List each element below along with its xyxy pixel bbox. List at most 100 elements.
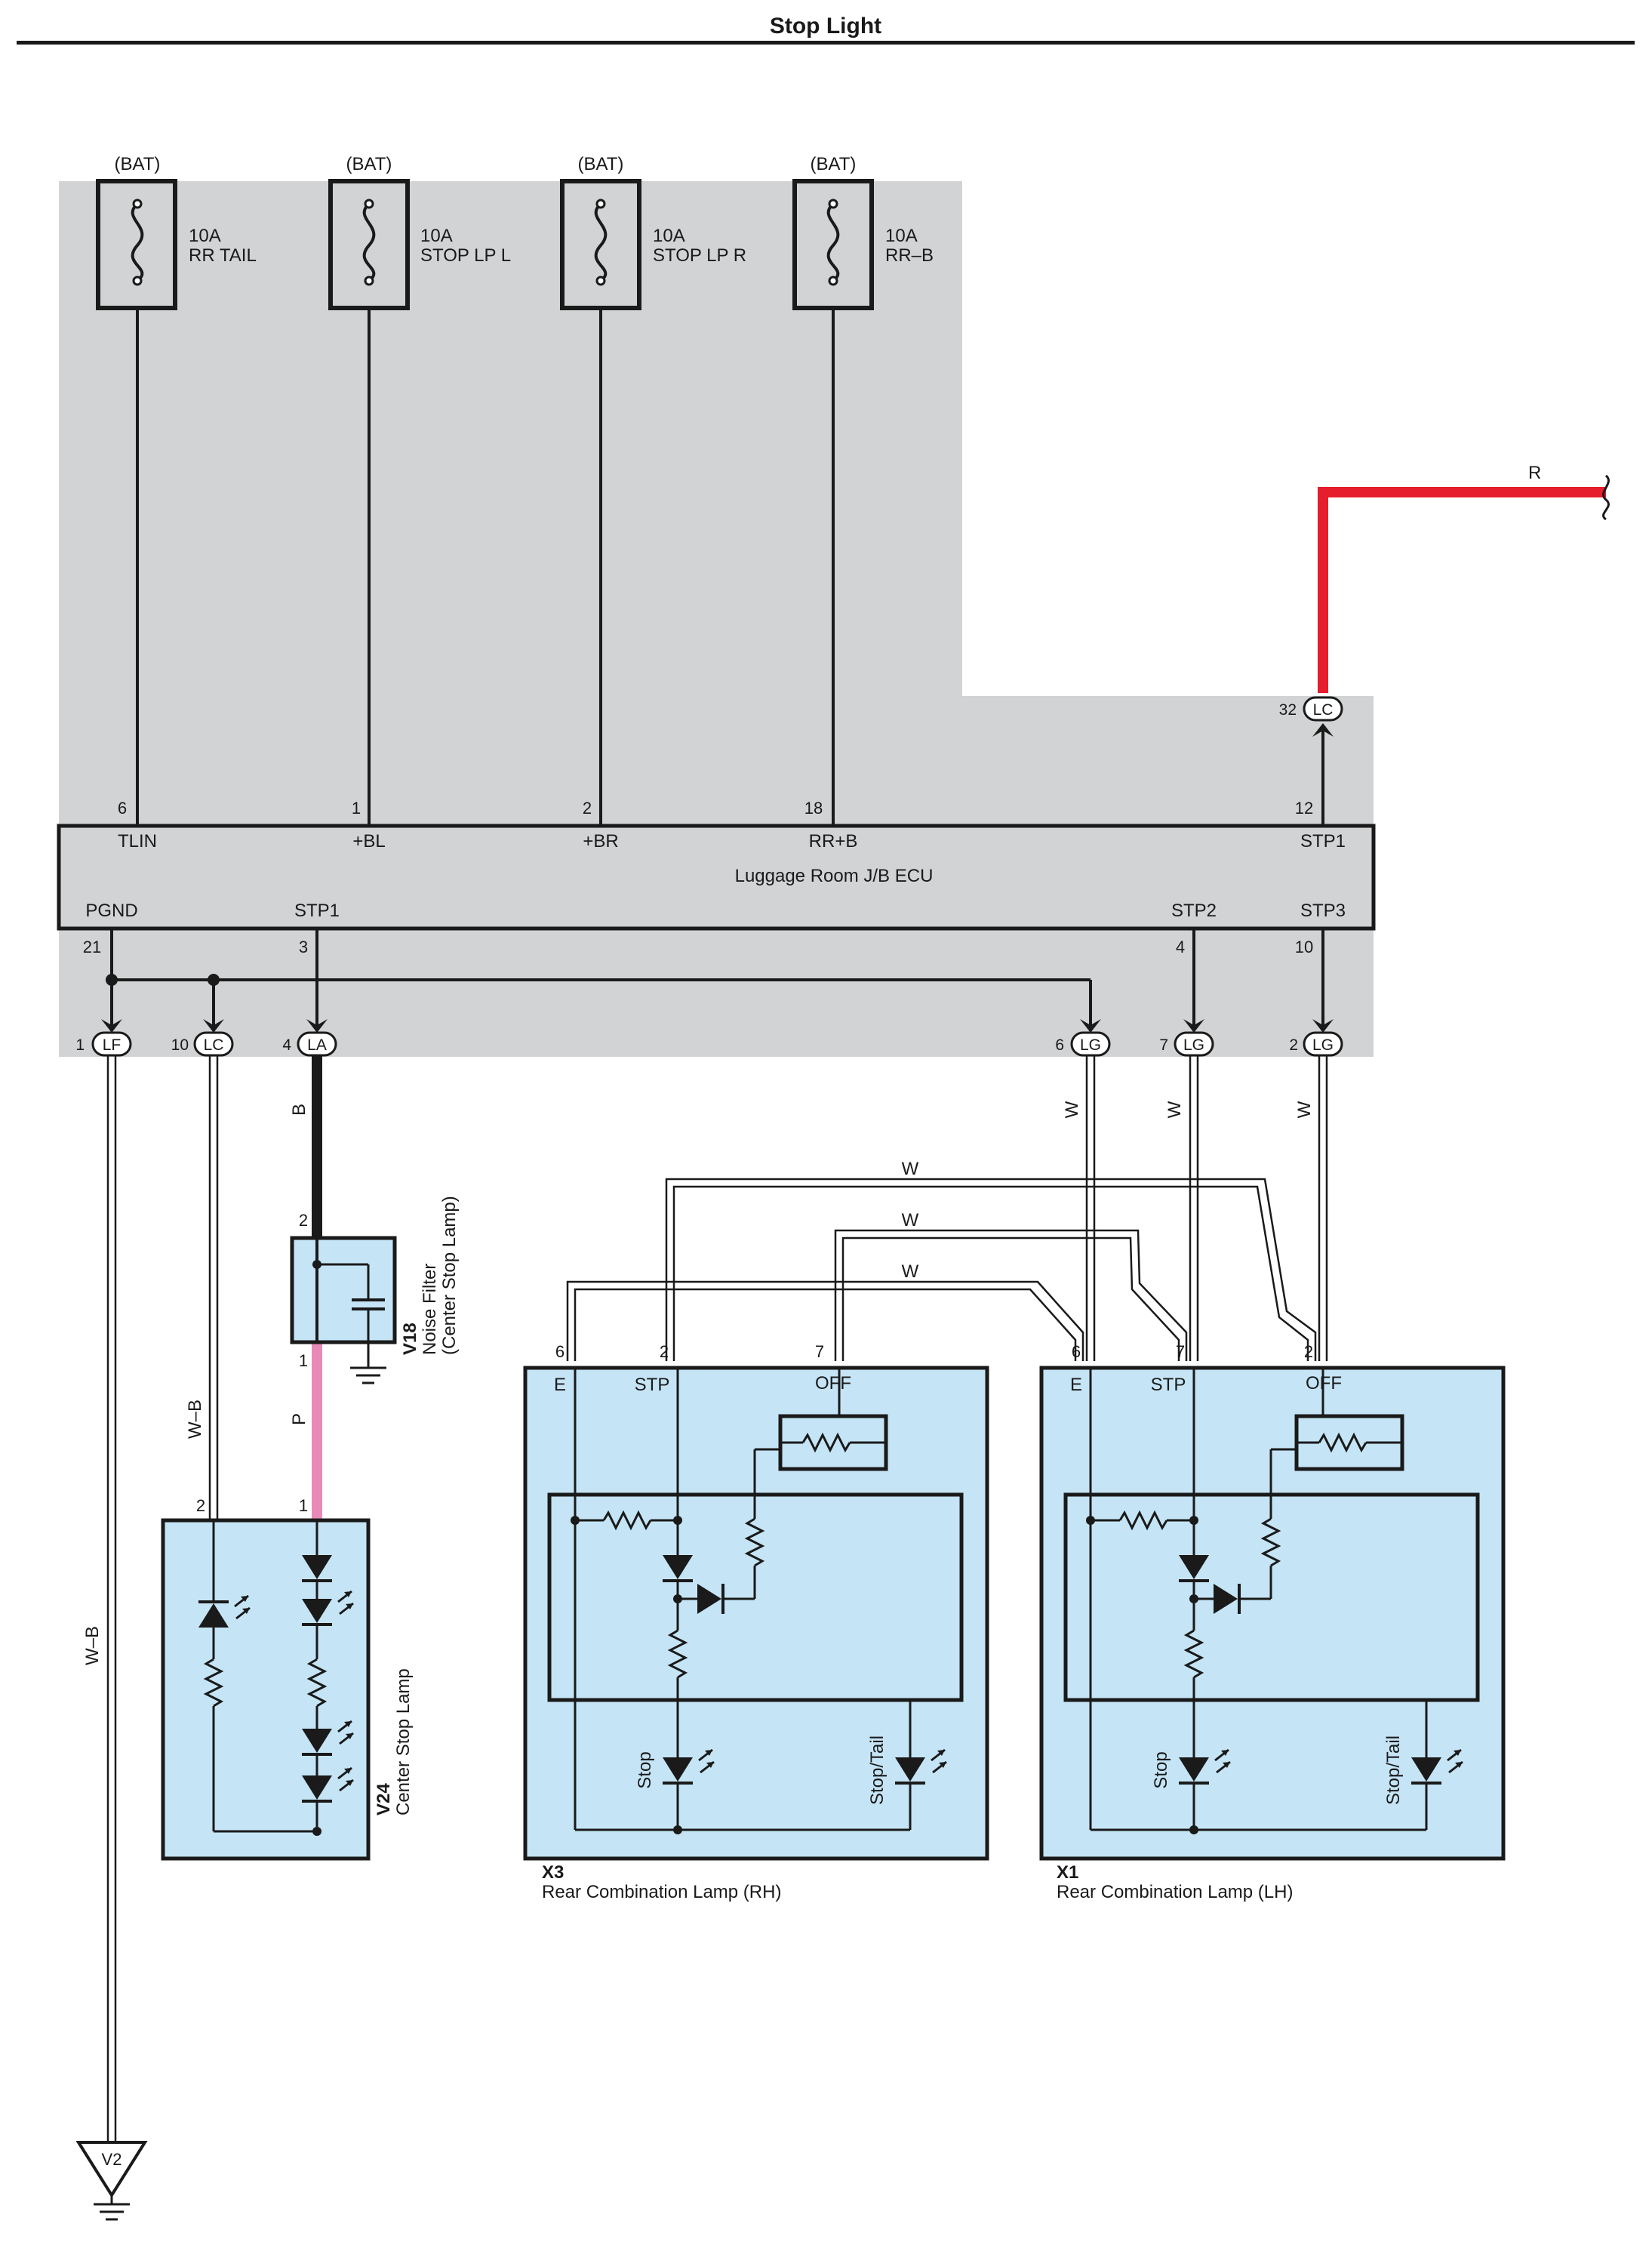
- ground-code: V2: [102, 2150, 122, 2169]
- connector-pin: 6: [1055, 1036, 1064, 1054]
- nf-name2: (Center Stop Lamp): [439, 1196, 460, 1355]
- ecu-term-stp2: STP2: [1171, 901, 1217, 921]
- connector-lc-top: LC 32: [1279, 696, 1343, 722]
- fuse-pin: 18: [804, 799, 823, 818]
- csl-pin-left: 2: [196, 1496, 205, 1515]
- connector-lg-6: LG 6: [1055, 1031, 1111, 1057]
- connector-code: LF: [103, 1036, 122, 1054]
- fuse-name: RR TAIL: [189, 245, 257, 266]
- connector-code: LC: [204, 1036, 224, 1054]
- csl-code: V24: [374, 1783, 394, 1815]
- wire-label-b: B: [289, 1104, 309, 1116]
- fuse-source: (BAT): [811, 154, 857, 174]
- fuse-stop-lp-l: (BAT) 10A STOP LP L 1 +BL: [328, 154, 511, 852]
- connector-code: LC: [1313, 701, 1334, 719]
- nf-code: V18: [400, 1323, 420, 1355]
- ecu-term-pgnd: PGND: [85, 901, 137, 921]
- rh-term-stp: STP: [635, 1375, 670, 1395]
- lh-term-stp: STP: [1151, 1375, 1186, 1395]
- junction-block-region: [59, 181, 1374, 1057]
- noise-filter-v18: 2 1 V18 Noise Filter (Center Stop Lamp): [290, 1196, 460, 1384]
- fuse-amp: 10A: [189, 226, 221, 246]
- ground-icon: [350, 1366, 386, 1384]
- fuse-source: (BAT): [115, 154, 161, 174]
- fuse-amp: 10A: [420, 226, 453, 246]
- page-title: Stop Light: [770, 14, 881, 38]
- red-wire-label: R: [1528, 463, 1541, 483]
- fuse-pin: 1: [352, 799, 361, 818]
- ecu-pin-3: 3: [299, 938, 308, 956]
- ecu-pin-10: 10: [1295, 938, 1313, 956]
- wire-label-w-2: W: [1164, 1101, 1185, 1118]
- wire-label-w-5: W: [902, 1210, 919, 1230]
- fuse-terminal: RR+B: [809, 831, 858, 852]
- lh-stop-label: Stop: [1151, 1751, 1171, 1788]
- lh-stoptail-label: Stop/Tail: [1383, 1735, 1404, 1805]
- fuse-stop-lp-r: (BAT) 10A STOP LP R 2 +BR: [560, 154, 746, 852]
- ecu-pin-21: 21: [83, 938, 101, 956]
- connector-pin: 7: [1159, 1036, 1168, 1054]
- ground-icon: [94, 2203, 130, 2221]
- connector-code: LG: [1080, 1036, 1101, 1054]
- csl-name: Center Stop Lamp: [393, 1668, 414, 1815]
- wire-label-wb-2: W–B: [185, 1400, 205, 1439]
- fuse-pin: 6: [118, 799, 127, 818]
- ecu-internal-wiring: [110, 929, 1324, 1031]
- fuse-amp: 10A: [885, 226, 918, 246]
- lh-code: X1: [1057, 1862, 1078, 1883]
- connector-lg-7: LG 7: [1159, 1031, 1214, 1057]
- rh-pin-off: 7: [815, 1342, 824, 1361]
- fuse-source: (BAT): [578, 154, 624, 174]
- connector-lg-2: LG 2: [1289, 1031, 1343, 1057]
- lh-pin-stp: 7: [1176, 1342, 1185, 1361]
- fuse-terminal: +BL: [352, 831, 385, 852]
- fuse-name: STOP LP L: [420, 245, 511, 266]
- center-stop-lamp-v24: 2 1 V24 Center Stop Lamp: [161, 1496, 414, 1861]
- nf-pin-top: 2: [299, 1211, 308, 1230]
- ecu-term-stp3: STP3: [1300, 901, 1346, 921]
- red-wire: [1318, 487, 1606, 693]
- wire-label-wb: W–B: [82, 1626, 103, 1665]
- ecu-box: [57, 824, 1376, 931]
- stp1-top-pin: 12: [1295, 799, 1313, 818]
- wire-label-w-4: W: [902, 1159, 919, 1179]
- fuse-amp: 10A: [653, 226, 685, 246]
- lh-term-e: E: [1070, 1375, 1082, 1395]
- wire-label-p: P: [289, 1413, 309, 1425]
- lh-name: Rear Combination Lamp (LH): [1057, 1882, 1293, 1902]
- rh-stoptail-label: Stop/Tail: [867, 1735, 888, 1805]
- connector-pin: 4: [282, 1036, 291, 1054]
- lh-pin-off: 2: [1304, 1342, 1313, 1361]
- ecu-term-stp1: STP1: [294, 901, 340, 921]
- fuse-name: RR–B: [885, 245, 934, 266]
- ground-point-v2: V2: [75, 2141, 148, 2221]
- ecu-pin-4: 4: [1176, 938, 1185, 956]
- rh-pin-stp: 2: [660, 1342, 669, 1361]
- nf-name: Noise Filter: [420, 1264, 440, 1355]
- stp1-top-terminal: STP1: [1300, 831, 1346, 852]
- rear-combination-lamp-rh: 6 2 7 E STP OFF: [523, 1342, 989, 1902]
- rh-pin-e: 6: [555, 1342, 565, 1361]
- rh-term-off: OFF: [815, 1373, 851, 1394]
- connector-pin: 32: [1279, 701, 1297, 719]
- fuse-pin: 2: [583, 799, 592, 818]
- connector-lc: LC 10: [171, 1031, 234, 1057]
- fuse-terminal: +BR: [583, 831, 618, 852]
- title-rule: [17, 41, 1635, 45]
- wire-break-icon: [1602, 474, 1610, 521]
- connector-code: LA: [307, 1036, 327, 1054]
- ecu-name: Luggage Room J/B ECU: [735, 866, 934, 886]
- wire-label-w-3: W: [1294, 1101, 1315, 1118]
- fuse-source: (BAT): [346, 154, 392, 174]
- harness-wires: [106, 1055, 1328, 2163]
- lh-pin-e: 6: [1072, 1342, 1081, 1361]
- connector-lf: LF 1: [75, 1031, 132, 1057]
- rear-combination-lamp-lh: 6 7 2 E STP OFF: [1039, 1342, 1506, 1902]
- rh-term-e: E: [554, 1375, 566, 1395]
- fuse-name: STOP LP R: [653, 245, 746, 266]
- wire-label-w-6: W: [902, 1261, 919, 1282]
- connector-pin: 1: [75, 1036, 85, 1054]
- nf-pin-bottom: 1: [299, 1351, 308, 1370]
- connector-pin: 10: [171, 1036, 189, 1054]
